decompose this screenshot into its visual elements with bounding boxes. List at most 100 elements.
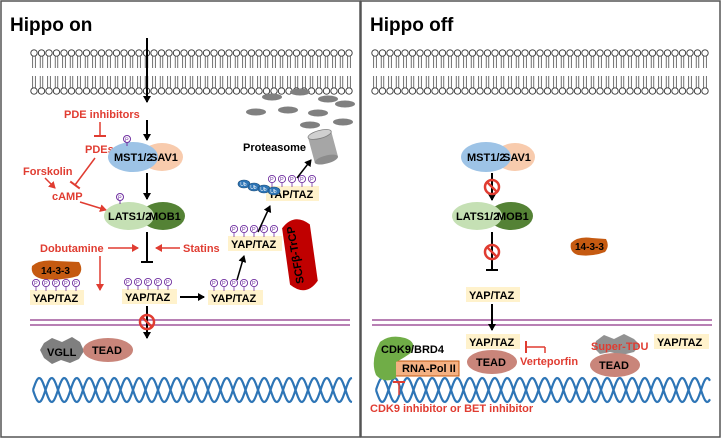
lipid-head — [551, 87, 559, 95]
lipid-head — [157, 49, 166, 57]
lipid-head — [663, 49, 672, 57]
lipid-head — [277, 87, 286, 95]
phospho-marker — [239, 278, 249, 288]
lipid-head — [641, 49, 649, 57]
phospho-label: P — [300, 177, 304, 183]
lipid-head — [337, 49, 346, 57]
lipid-head — [195, 49, 203, 57]
lipid-head — [543, 87, 552, 95]
phospho-marker — [239, 224, 249, 234]
dna-strand — [374, 376, 711, 404]
lipid-head — [603, 87, 612, 95]
ubiquitin-label: Ub — [260, 187, 267, 193]
verteporfin-label: Verteporfin — [520, 356, 578, 368]
phospho-marker — [143, 277, 153, 287]
lipid-head — [423, 87, 432, 95]
lipid-head — [393, 49, 402, 57]
phospho-label: P — [310, 177, 314, 183]
mst12-protein — [108, 142, 158, 172]
lipid-head — [408, 87, 417, 95]
lipid-head — [371, 87, 379, 95]
lipid-head — [97, 49, 106, 57]
lipid-head — [446, 87, 454, 95]
phospho-label: P — [242, 227, 246, 233]
phospho-marker — [259, 224, 269, 234]
lipid-head — [513, 87, 522, 95]
super-tdu-label: Super-TDU — [591, 341, 649, 353]
proteasome-label: Proteasome — [243, 142, 306, 154]
phospho-marker: P — [123, 135, 131, 146]
lipid-head — [506, 49, 514, 57]
lipid-head — [217, 87, 226, 95]
lipid-head — [491, 49, 499, 57]
lipid-head — [461, 87, 469, 95]
mob1-protein — [141, 202, 185, 230]
lipid-head — [135, 49, 143, 57]
yaptaz-label: YAP/TAZ — [211, 293, 257, 305]
phospho-marker — [277, 174, 287, 184]
yaptaz-box-super-tdu — [654, 334, 709, 349]
phospho-marker — [249, 224, 259, 234]
lipid-head — [566, 49, 574, 57]
lipid-head — [127, 49, 136, 57]
yaptaz-label: YAP/TAZ — [231, 239, 277, 251]
phospho-marker — [133, 277, 143, 287]
ubiquitin-label: Ub — [240, 182, 247, 188]
lipid-head — [127, 87, 136, 95]
peptide-fragment — [335, 100, 355, 108]
lipid-head — [120, 87, 128, 95]
lipid-head — [483, 49, 492, 57]
lipid-head — [90, 87, 98, 95]
lipid-head — [536, 87, 544, 95]
yaptaz-box-right — [208, 290, 263, 305]
lipid-head — [322, 49, 331, 57]
mst12-protein — [461, 142, 511, 172]
lipid-head — [671, 49, 679, 57]
lipid-head — [307, 49, 316, 57]
peptide-fragment — [262, 93, 282, 101]
lipid-head — [217, 49, 226, 57]
lipid-head — [656, 87, 664, 95]
lipid-head — [37, 49, 46, 57]
lipid-head — [641, 87, 649, 95]
lipid-head — [671, 87, 679, 95]
phospho-marker — [31, 278, 41, 288]
yaptaz-label: YAP/TAZ — [125, 292, 171, 304]
lipid-head — [618, 49, 627, 57]
lipid-head — [521, 87, 529, 95]
lipid-head — [558, 49, 567, 57]
lats12-label: LATS1/2 — [456, 211, 499, 223]
lipid-head — [648, 49, 657, 57]
super-tdu-protein — [594, 334, 640, 355]
lipid-head — [393, 87, 402, 95]
cell-membrane-left — [30, 49, 353, 95]
lipid-head — [483, 87, 492, 95]
arrow-to-scf — [236, 255, 247, 281]
lipid-head — [187, 87, 196, 95]
forskolin-arrow — [44, 177, 56, 189]
lipid-head — [210, 49, 218, 57]
dna-strand — [374, 376, 711, 404]
phospho-marker — [61, 278, 71, 288]
phospho-label: P — [166, 280, 170, 286]
phospho-marker — [153, 277, 163, 287]
lipid-head — [633, 87, 642, 95]
lipid-head — [401, 87, 409, 95]
sav1-label: SAV1 — [503, 152, 531, 164]
lipid-head — [105, 49, 113, 57]
lipid-head — [588, 87, 597, 95]
peptide-fragment — [318, 95, 338, 103]
mob1-protein — [489, 202, 533, 230]
lipid-head — [461, 49, 469, 57]
degraded-peptides — [246, 88, 355, 129]
peptide-fragment — [278, 106, 298, 114]
lipid-head — [165, 87, 173, 95]
phospho-label: P — [222, 281, 226, 287]
pde-inhibitors-label: PDE inhibitors — [64, 109, 140, 121]
tead-label: TEAD — [92, 345, 122, 357]
lipid-head — [247, 49, 256, 57]
lipid-head — [60, 49, 68, 57]
lipid-head — [30, 49, 38, 57]
lipid-head — [285, 49, 293, 57]
